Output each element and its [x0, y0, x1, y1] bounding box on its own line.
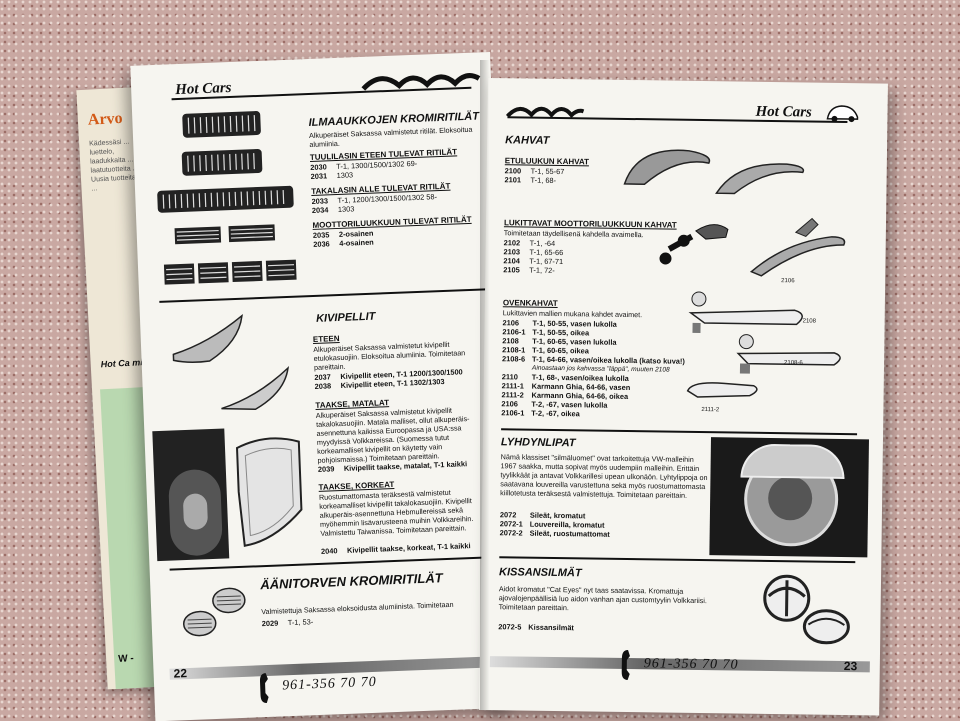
- lyhdynlipat-text: Nämä klassiset "silmäluomet" ovat tarkoi…: [500, 452, 708, 500]
- aanitorvi-title: ÄÄNITORVEN KROMIRITILÄT: [259, 570, 443, 593]
- page-number-right: 23: [843, 659, 858, 674]
- stone-guard-rear-icon: [235, 437, 303, 547]
- hood-handle-icon: [623, 149, 805, 195]
- back-page-letter: W -: [117, 653, 135, 665]
- horn-grille-icon: [182, 587, 246, 637]
- phone-number-left: 961-356 70 70: [281, 674, 378, 694]
- kivipellit-matalat-text: Alkuperäiset Saksassa valmistetut kivipe…: [315, 405, 470, 465]
- headlight-visor: [740, 443, 845, 480]
- left-page: Hot Cars ILMAAUKKOJEN KROMIRITILÄT Alkup…: [130, 52, 516, 721]
- kivipellit-eteen-heading: ETEEN: [312, 333, 340, 345]
- grilles-intro: Alkuperäiset Saksassa valmistetut ritilä…: [308, 124, 473, 149]
- lyhdynlipat-title: LYHDYNLIPAT: [500, 436, 576, 450]
- back-page-title: Arvo: [87, 109, 123, 129]
- door-handle-label-b: 2108-6: [784, 360, 803, 367]
- door-handle-label-a: 2108: [802, 318, 817, 325]
- cat-eyes-icon: [763, 574, 850, 645]
- phone-icon: [259, 673, 269, 704]
- section-divider: [499, 556, 856, 563]
- door-handle-icon: [686, 291, 841, 398]
- locking-handle-icon: [659, 217, 846, 277]
- headlight-photo: [709, 437, 869, 558]
- kivipellit-korkeat-text: Ruostumattomasta teräksestä valmistetut …: [318, 487, 474, 538]
- kivipellit-title: KIVIPELLIT: [315, 310, 376, 325]
- door-handle-label-c: 2111-2: [701, 407, 720, 414]
- beetle-car-icon: [826, 105, 859, 123]
- page-number-left: 22: [173, 666, 188, 681]
- stone-guard-front-icon: [172, 313, 289, 411]
- phone-number-right: 961-356 70 70: [643, 656, 739, 673]
- kissansilmat-text: Aidot kromatut "Cat Eyes" nyt taas saata…: [498, 584, 707, 613]
- hubcap-shape: [182, 493, 209, 531]
- brand-logo-right: Hot Cars: [755, 103, 812, 121]
- wave-logo-icon: [505, 106, 585, 119]
- mudguard-photo: [152, 428, 230, 562]
- book-spine: [480, 60, 496, 710]
- aanitorvi-text: Valmistettuja Saksassa eloksoidusta alum…: [261, 599, 454, 617]
- section-divider: [501, 428, 858, 435]
- kahvat-title: KAHVAT: [505, 134, 550, 147]
- wave-logo-icon: [361, 73, 481, 91]
- kissansilmat-title: KISSANSILMÄT: [499, 566, 582, 580]
- grille-icon: [157, 111, 297, 285]
- phone-icon: [621, 650, 630, 681]
- etuluukun-heading: ETULUUKUN KAHVAT: [504, 156, 590, 167]
- grilles-group-3-heading: MOOTTORILUUKKUUN TULEVAT RITILÄT: [312, 214, 472, 230]
- handle-label-2106: 2106: [781, 278, 795, 285]
- ovenkahvat-heading: OVENKAHVAT: [502, 298, 558, 308]
